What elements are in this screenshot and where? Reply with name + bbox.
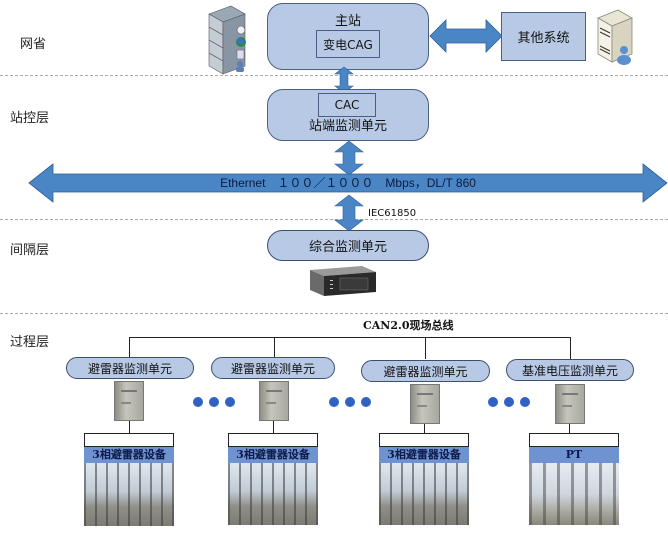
layer-divider — [0, 313, 668, 314]
other-system-box[interactable]: 其他系统 — [501, 12, 586, 61]
device-panel-4: PT — [529, 433, 619, 525]
device-panel-2: 3相避雷器设备 — [228, 433, 318, 525]
substation-photo — [84, 463, 174, 526]
device-panel-3: 3相避雷器设备 — [379, 433, 469, 525]
bidirectional-arrow-icon — [429, 19, 503, 53]
cac-box[interactable]: CAC — [318, 93, 376, 117]
station-monitoring-unit-label: 站端监测单元 — [308, 119, 387, 134]
substation-photo — [228, 463, 318, 525]
bus-drop-line — [274, 337, 275, 357]
substation-cag-box[interactable]: 变电CAG — [316, 30, 380, 58]
connector-line — [424, 424, 425, 435]
server-rack-icon — [208, 5, 246, 75]
layer-label-station: 站控层 — [10, 111, 50, 126]
integrated-monitoring-unit[interactable]: 综合监测单元 — [267, 230, 429, 261]
device-bracket — [379, 433, 469, 447]
bus-drop-line — [425, 337, 426, 359]
integrated-monitoring-unit-label: 综合监测单元 — [308, 240, 387, 255]
master-station-title: 主站 — [334, 14, 361, 29]
connector-line — [569, 424, 570, 435]
ellipsis-dots-icon — [193, 397, 235, 407]
layer-divider — [0, 75, 668, 76]
device-panel-1: 3相避雷器设备 — [84, 433, 174, 526]
can-bus-line — [129, 337, 570, 338]
field-cabinet-icon — [259, 381, 289, 421]
process-unit-3[interactable]: 避雷器监测单元 — [361, 360, 490, 382]
ethernet-label: Ethernet １００／１０００ Mbps，DL/T 860 — [220, 176, 476, 190]
process-unit-label: 避雷器监测单元 — [87, 361, 172, 376]
field-cabinet-icon — [114, 381, 144, 421]
connector-line — [273, 421, 274, 435]
device-bracket — [84, 433, 174, 447]
process-unit-4[interactable]: 基准电压监测单元 — [506, 359, 634, 381]
workstation-icon — [597, 9, 633, 65]
connector-line — [129, 421, 130, 435]
bus-drop-line — [129, 337, 130, 357]
master-station-box[interactable]: 主站 — [267, 3, 429, 70]
ethernet-bus-arrow — [28, 163, 668, 203]
device-label: 3相避雷器设备 — [84, 447, 174, 463]
layer-label-process: 过程层 — [10, 335, 50, 350]
device-label: 3相避雷器设备 — [379, 447, 469, 463]
can-bus-label: CAN2.0现场总线 — [363, 319, 454, 332]
substation-cag-label: 变电CAG — [323, 37, 373, 52]
ellipsis-dots-icon — [488, 397, 530, 407]
protocol-label: IEC61850 — [368, 208, 417, 219]
cac-label: CAC — [334, 98, 360, 112]
vertical-arrow-icon — [334, 194, 364, 232]
pt-photo — [529, 463, 619, 525]
process-unit-label: 避雷器监测单元 — [383, 364, 468, 379]
field-cabinet-icon — [410, 384, 440, 424]
device-label: 3相避雷器设备 — [228, 447, 318, 463]
process-unit-1[interactable]: 避雷器监测单元 — [66, 357, 194, 379]
process-unit-label: 避雷器监测单元 — [230, 361, 315, 376]
ellipsis-dots-icon — [329, 397, 371, 407]
bus-drop-line — [570, 337, 571, 359]
monitoring-device-icon — [310, 266, 376, 296]
device-label: PT — [529, 447, 619, 463]
device-bracket — [228, 433, 318, 447]
other-system-label: 其他系统 — [517, 31, 570, 46]
layer-divider — [0, 219, 668, 220]
process-unit-2[interactable]: 避雷器监测单元 — [211, 357, 335, 379]
layer-label-bay: 间隔层 — [10, 243, 50, 258]
field-cabinet-icon — [555, 384, 585, 424]
device-bracket — [529, 433, 619, 447]
layer-label-province: 网省 — [20, 37, 47, 52]
substation-photo — [379, 463, 469, 525]
process-unit-label: 基准电压监测单元 — [521, 363, 618, 378]
